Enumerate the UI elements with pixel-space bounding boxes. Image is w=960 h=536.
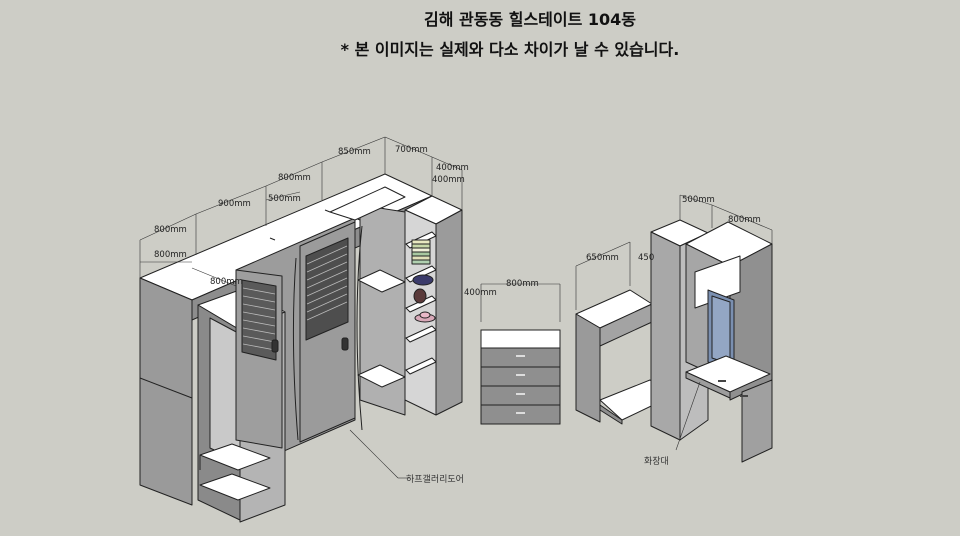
dim-label-800-depth: 800mm bbox=[154, 250, 187, 260]
dim-label-500-door: 500mm bbox=[268, 194, 301, 204]
corner-shelf-unit bbox=[354, 204, 406, 431]
dim-label-400-chest: 400mm bbox=[464, 288, 497, 298]
louver-door-left bbox=[235, 269, 283, 449]
dim-label-700: 700mm bbox=[395, 145, 428, 155]
dimension-labels: 800mm 800mm 900mm 800mm 500mm 850mm 700m… bbox=[154, 145, 761, 298]
dim-label-650: 650mm bbox=[586, 253, 619, 263]
half-gallery-door-label: 하프갤러리도어 bbox=[406, 473, 464, 485]
dim-label-800-top: 800mm bbox=[154, 225, 187, 235]
dim-label-850: 850mm bbox=[338, 147, 371, 157]
dim-label-900: 900mm bbox=[218, 199, 251, 209]
dim-label-800-open-unit: 800mm bbox=[210, 277, 243, 287]
vanity-tower bbox=[685, 221, 773, 463]
dim-label-500-vanity: 500mm bbox=[682, 195, 715, 205]
dim-label-800-mid: 800mm bbox=[278, 173, 311, 183]
disclaimer-note: * 본 이미지는 실제와 다소 차이가 날 수 있습니다. bbox=[340, 40, 680, 59]
dim-label-450: 450 bbox=[638, 253, 654, 263]
corner-floor-shelf bbox=[329, 186, 406, 221]
dim-label-400-lower: 400mm bbox=[432, 175, 465, 185]
louver-door-right bbox=[292, 221, 356, 443]
right-shelf-tower bbox=[404, 195, 463, 416]
dim-label-800-chest: 800mm bbox=[506, 279, 539, 289]
dim-label-400-upper: 400mm bbox=[436, 163, 469, 173]
dim-label-800-vanity: 800mm bbox=[728, 215, 761, 225]
drawer-chest bbox=[480, 329, 561, 425]
vanity-label: 화장대 bbox=[644, 456, 669, 467]
dimension-lines bbox=[139, 136, 773, 479]
page-title: 김해 관동동 힐스테이트 104동 bbox=[423, 10, 637, 29]
